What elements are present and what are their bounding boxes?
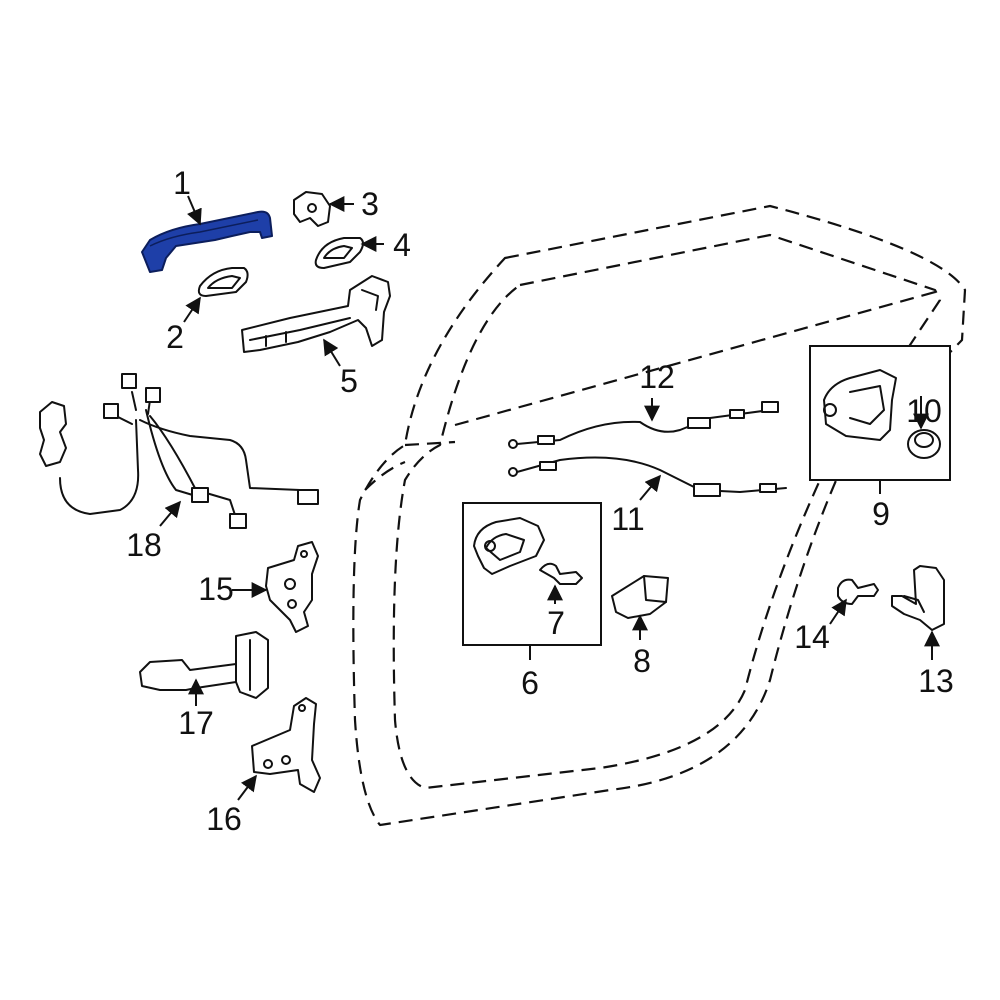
part-1-outside-handle[interactable] xyxy=(141,210,273,273)
part-2-handle-pad[interactable] xyxy=(197,267,249,297)
part-8-cover[interactable] xyxy=(611,575,669,619)
part-16-lower-hinge[interactable] xyxy=(251,697,321,793)
callout-6: 6 xyxy=(521,665,539,701)
callout-17: 17 xyxy=(178,705,214,741)
callout-8: 8 xyxy=(633,643,651,679)
part-6-group-box[interactable] xyxy=(462,502,602,646)
leader-lines xyxy=(159,195,940,801)
callout-2: 2 xyxy=(166,319,184,355)
part-17-door-check[interactable] xyxy=(139,631,269,699)
callout-5: 5 xyxy=(340,363,358,399)
part-12-cable[interactable] xyxy=(508,401,779,449)
door-outline xyxy=(352,204,967,827)
callout-3: 3 xyxy=(361,186,379,222)
callout-4: 4 xyxy=(393,227,411,263)
part-13-striker[interactable] xyxy=(891,565,945,631)
part-5-handle-frame[interactable] xyxy=(241,275,391,353)
callout-labels: 1 2 3 4 5 6 7 8 9 10 11 12 13 14 15 16 1… xyxy=(126,165,954,837)
callout-13: 13 xyxy=(918,663,954,699)
callout-1: 1 xyxy=(173,165,191,201)
part-4-pad[interactable] xyxy=(314,237,364,269)
part-18-wire-harness[interactable] xyxy=(39,373,319,529)
callout-16: 16 xyxy=(206,801,242,837)
callout-18: 18 xyxy=(126,527,162,563)
callout-10: 10 xyxy=(906,393,942,429)
callout-9: 9 xyxy=(872,496,890,532)
callout-7: 7 xyxy=(547,605,565,641)
callout-14: 14 xyxy=(794,619,830,655)
callout-11: 11 xyxy=(611,501,644,537)
part-15-hinge[interactable] xyxy=(265,541,319,633)
part-3-cap[interactable] xyxy=(293,191,331,227)
part-14-bolt[interactable] xyxy=(837,578,879,605)
callout-15: 15 xyxy=(198,571,234,607)
callout-12: 12 xyxy=(639,359,675,395)
part-11-cable[interactable] xyxy=(508,456,787,497)
part-9-group-box[interactable] xyxy=(809,345,951,481)
